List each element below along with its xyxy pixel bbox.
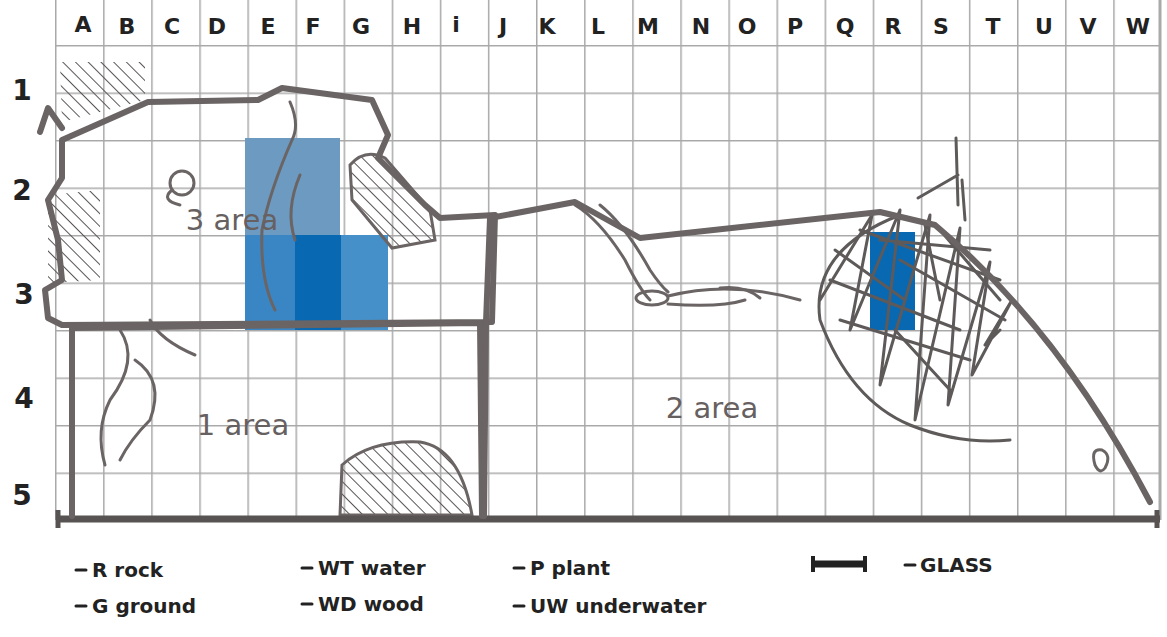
plant-scribble: [819, 138, 1012, 441]
column-letter: V: [1079, 14, 1096, 39]
area-label: 3 area: [186, 203, 278, 237]
legend-entry: GLASS: [920, 553, 993, 577]
area-outline: [478, 195, 1158, 525]
legend-entry: G ground: [92, 594, 196, 618]
column-letter: E: [260, 14, 275, 39]
legend-entry: WD wood: [318, 592, 424, 616]
column-letter: M: [637, 14, 659, 39]
column-letter: A: [74, 12, 91, 37]
legend-entry: UW underwater: [530, 594, 706, 618]
column-letter: L: [591, 14, 605, 39]
grid: [55, 0, 1161, 520]
row-number: 3: [14, 278, 33, 311]
column-letter: F: [305, 14, 320, 39]
area-border: [40, 88, 495, 325]
area-border: [484, 202, 1150, 516]
glass-line: [56, 516, 1160, 523]
area-border: [72, 323, 482, 516]
wood-sketch: [101, 102, 1108, 471]
legend-entry: R rock: [92, 558, 163, 582]
column-letter: P: [787, 14, 803, 39]
water-cell: [341, 235, 388, 330]
glass-cap: [1155, 510, 1160, 528]
legend-entry: WT water: [318, 556, 426, 580]
legend-dash: [76, 565, 915, 606]
water-cell: [295, 235, 341, 330]
column-letter: G: [352, 14, 370, 39]
column-letter: D: [208, 14, 226, 39]
column-letter: H: [403, 14, 421, 39]
column-letter: N: [692, 14, 710, 39]
area-region: 1 area: [60, 315, 490, 525]
grid-line: [1159, 0, 1162, 520]
column-letter: U: [1035, 14, 1053, 39]
column-letter: J: [499, 14, 507, 39]
column-letter: C: [164, 14, 180, 39]
glass-cap: [56, 510, 61, 528]
column-letter: T: [985, 14, 1000, 39]
area-label: 1 area: [197, 408, 289, 442]
row-number: 2: [12, 174, 31, 207]
row-number: 4: [14, 382, 33, 415]
row-number: 5: [12, 479, 31, 512]
column-letter: K: [538, 14, 555, 39]
glass-sample: [812, 556, 866, 572]
area-region: 3 area: [38, 80, 502, 330]
rock-hatch: [340, 442, 472, 515]
column-letter: S: [933, 14, 949, 39]
column-letter: Q: [836, 14, 855, 39]
legend-entry: P plant: [530, 556, 610, 580]
area-region: 2 area: [478, 195, 1158, 525]
water-cell: [245, 235, 295, 330]
rock-hatch: [60, 62, 145, 122]
column-letter: i: [452, 12, 460, 37]
area-label: 2 area: [666, 391, 758, 425]
column-letter: B: [119, 14, 136, 39]
column-letter: O: [738, 14, 757, 39]
column-letter: R: [885, 14, 902, 39]
row-number: 1: [12, 74, 31, 107]
column-letter: W: [1126, 14, 1150, 39]
